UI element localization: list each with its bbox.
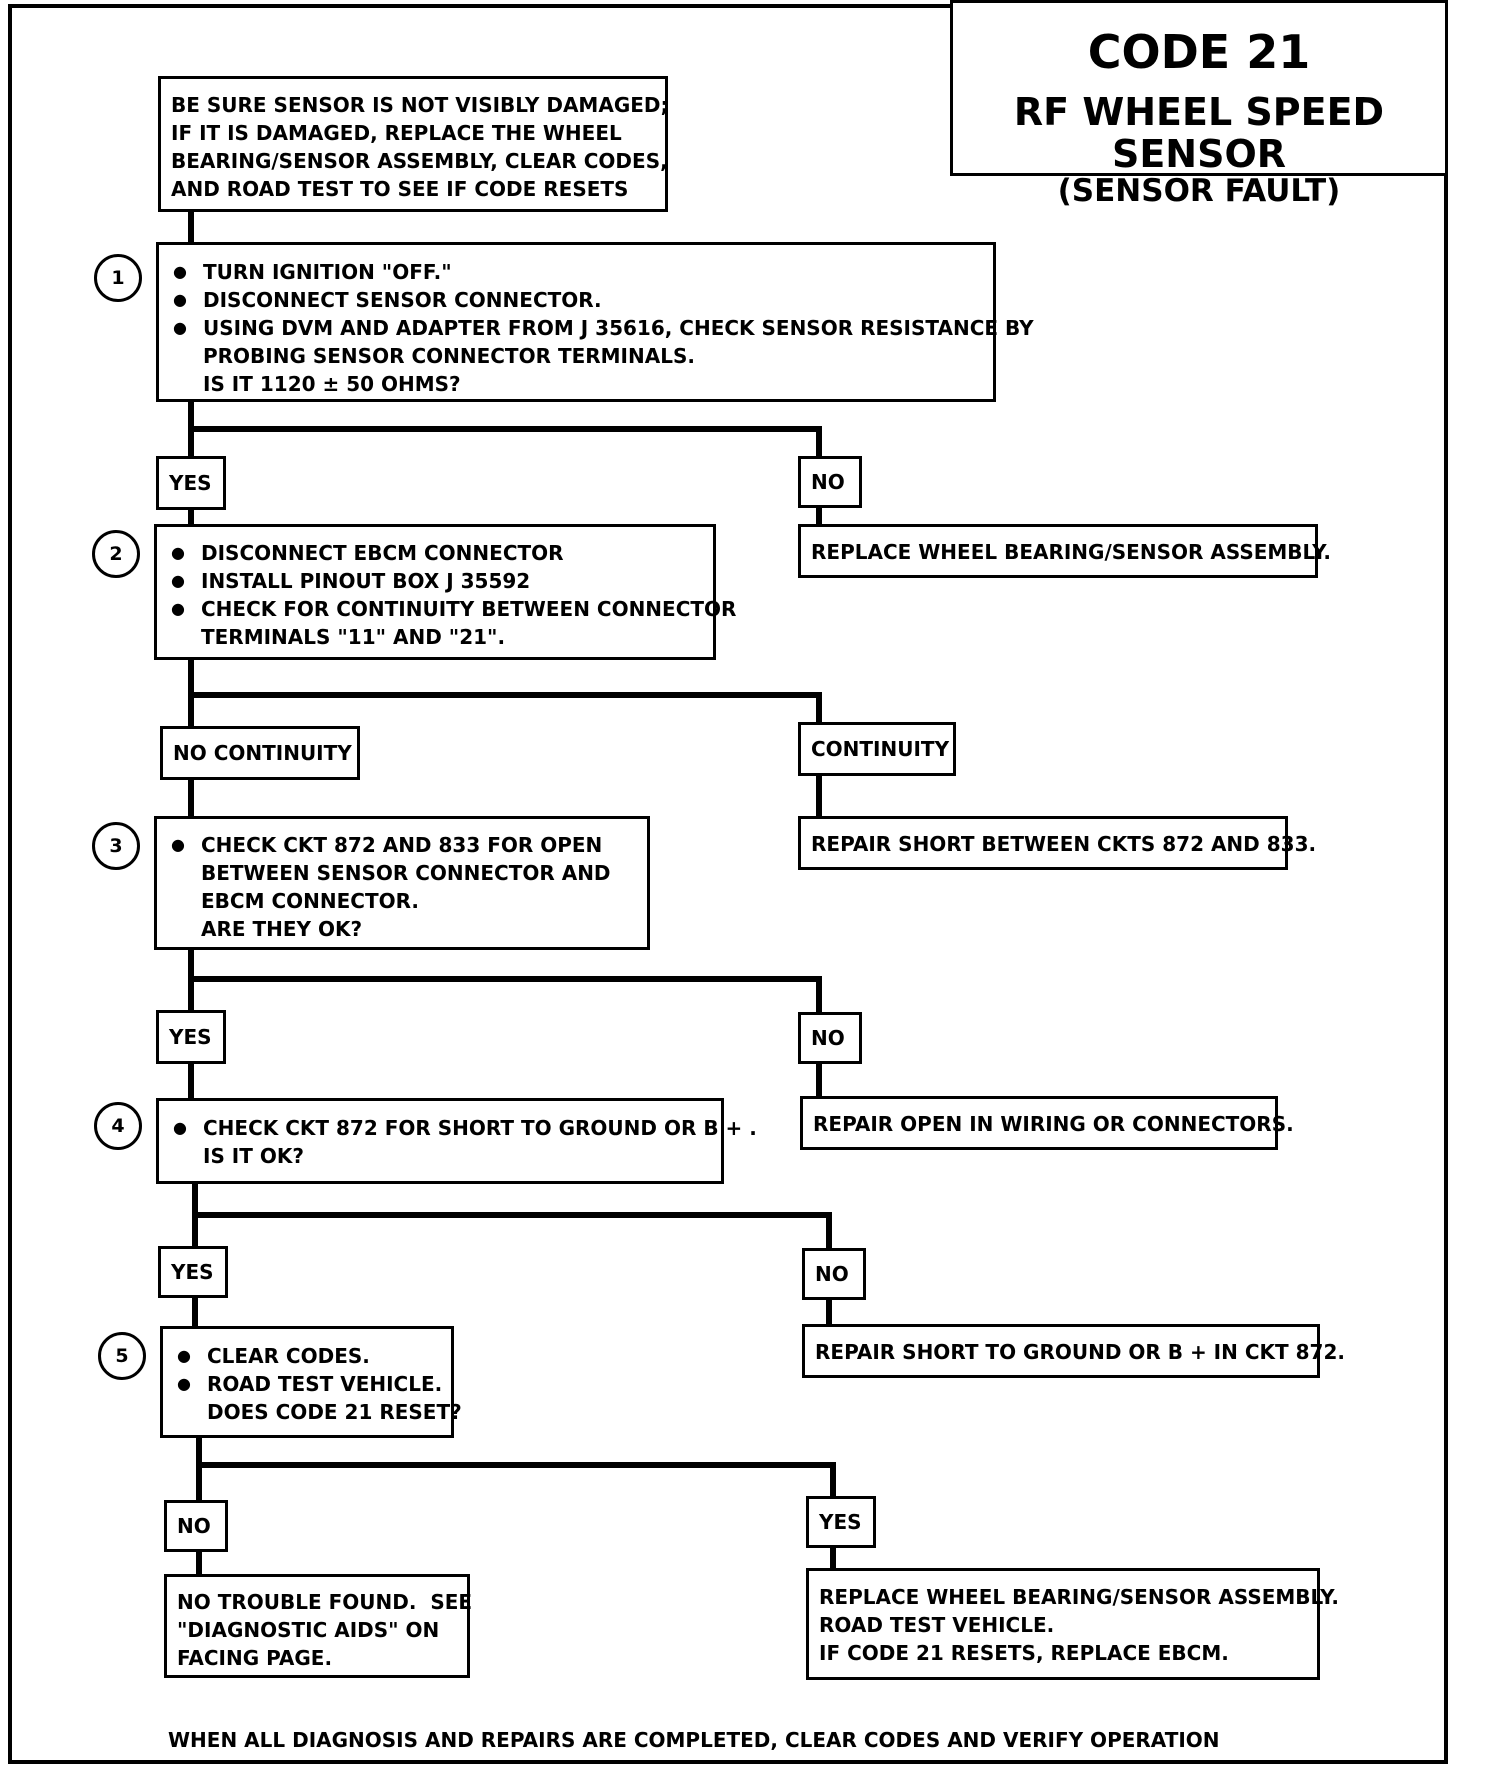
footer-note: WHEN ALL DIAGNOSIS AND REPAIRS ARE COMPL… — [168, 1728, 1220, 1752]
connector-line — [830, 1544, 836, 1574]
connector-line — [188, 692, 822, 698]
step-5-question: DOES CODE 21 RESET? — [207, 1400, 462, 1424]
step-number-3: 3 — [92, 822, 140, 870]
result-replace-assembly: REPLACE WHEEL BEARING/SENSOR ASSEMBLY. — [798, 524, 1331, 578]
result-text: REPAIR SHORT BETWEEN CKTS 872 AND 833. — [811, 832, 1317, 856]
step-number-1: 1 — [94, 254, 142, 302]
connector-line — [192, 1296, 198, 1332]
step-number-4: 4 — [94, 1102, 142, 1150]
label-yes: YES — [806, 1496, 876, 1548]
result-no-trouble-found: NO TROUBLE FOUND. SEE "DIAGNOSTIC AIDS" … — [164, 1574, 473, 1678]
title-code: CODE 21 — [1087, 25, 1311, 79]
step-1-item: TURN IGNITION "OFF." — [169, 258, 993, 286]
intro-text: BE SURE SENSOR IS NOT VISIBLY DAMAGED; I… — [171, 93, 669, 201]
step-number-2: 2 — [92, 530, 140, 578]
step-4-list: CHECK CKT 872 FOR SHORT TO GROUND OR B +… — [169, 1114, 757, 1142]
step-3-continuation: BETWEEN SENSOR CONNECTOR AND EBCM CONNEC… — [201, 861, 611, 941]
step-2-item: INSTALL PINOUT BOX J 35592 — [167, 567, 713, 595]
step-2-list: DISCONNECT EBCM CONNECTOR INSTALL PINOUT… — [167, 539, 736, 623]
result-replace-ebcm: REPLACE WHEEL BEARING/SENSOR ASSEMBLY. R… — [806, 1568, 1339, 1680]
step-5-item: CLEAR CODES. — [173, 1342, 451, 1370]
connector-line — [188, 508, 194, 528]
result-repair-short: REPAIR SHORT BETWEEN CKTS 872 AND 833. — [798, 816, 1317, 870]
page-frame — [8, 4, 1448, 1764]
step-3-box: CHECK CKT 872 AND 833 FOR OPEN BETWEEN S… — [154, 816, 650, 950]
step-4-item: CHECK CKT 872 FOR SHORT TO GROUND OR B +… — [169, 1114, 757, 1142]
connector-line — [830, 1462, 836, 1498]
connector-line — [826, 1212, 832, 1248]
connector-line — [192, 1212, 832, 1218]
label-no: NO — [164, 1500, 228, 1552]
result-text: REPAIR SHORT TO GROUND OR B + IN CKT 872… — [815, 1340, 1345, 1364]
intro-box: BE SURE SENSOR IS NOT VISIBLY DAMAGED; I… — [158, 76, 669, 212]
step-4-question: IS IT OK? — [203, 1144, 304, 1168]
label-no: NO — [798, 1012, 862, 1064]
connector-line — [188, 776, 194, 818]
result-text: REPLACE WHEEL BEARING/SENSOR ASSEMBLY. R… — [819, 1585, 1339, 1665]
step-5-item: ROAD TEST VEHICLE. — [173, 1370, 451, 1398]
result-repair-open: REPAIR OPEN IN WIRING OR CONNECTORS. — [800, 1096, 1294, 1150]
connector-line — [816, 692, 822, 722]
result-text: REPLACE WHEEL BEARING/SENSOR ASSEMBLY. — [811, 540, 1331, 564]
step-5-list: CLEAR CODES. ROAD TEST VEHICLE. — [173, 1342, 451, 1398]
step-1-box: TURN IGNITION "OFF." DISCONNECT SENSOR C… — [156, 242, 1034, 402]
step-5-box: CLEAR CODES. ROAD TEST VEHICLE. DOES COD… — [160, 1326, 462, 1438]
step-1-list: TURN IGNITION "OFF." DISCONNECT SENSOR C… — [169, 258, 1034, 342]
result-text: REPAIR OPEN IN WIRING OR CONNECTORS. — [813, 1112, 1294, 1136]
label-no-continuity: NO CONTINUITY — [160, 726, 360, 780]
step-2-box: DISCONNECT EBCM CONNECTOR INSTALL PINOUT… — [154, 524, 736, 660]
result-repair-short-ground: REPAIR SHORT TO GROUND OR B + IN CKT 872… — [802, 1324, 1345, 1378]
result-text: NO TROUBLE FOUND. SEE "DIAGNOSTIC AIDS" … — [177, 1590, 473, 1670]
connector-line — [816, 774, 822, 816]
label-continuity: CONTINUITY — [798, 722, 956, 776]
label-no: NO — [802, 1248, 866, 1300]
label-yes: YES — [156, 456, 226, 510]
title-box: CODE 21 RF WHEEL SPEED SENSOR (SENSOR FA… — [950, 0, 1448, 207]
label-yes: YES — [158, 1246, 228, 1298]
title-sub: (SENSOR FAULT) — [1057, 173, 1341, 209]
step-1-item: DISCONNECT SENSOR CONNECTOR. — [169, 286, 993, 314]
label-no: NO — [798, 456, 862, 508]
connector-line — [188, 976, 822, 982]
step-4-box: CHECK CKT 872 FOR SHORT TO GROUND OR B +… — [156, 1098, 757, 1184]
step-3-item: CHECK CKT 872 AND 833 FOR OPEN — [167, 831, 647, 859]
step-1-question: PROBING SENSOR CONNECTOR TERMINALS. IS I… — [203, 344, 695, 396]
connector-line — [188, 1060, 194, 1102]
step-number-5: 5 — [98, 1332, 146, 1380]
connector-line — [196, 1434, 202, 1502]
step-1-item: USING DVM AND ADAPTER FROM J 35616, CHEC… — [169, 314, 1034, 342]
connector-line — [816, 505, 822, 525]
connector-line — [816, 976, 822, 1012]
connector-line — [816, 426, 822, 456]
connector-line — [196, 1462, 836, 1468]
connector-line — [188, 210, 194, 245]
connector-line — [196, 1548, 202, 1578]
title-name: RF WHEEL SPEED SENSOR — [1013, 90, 1385, 176]
step-2-continuation: TERMINALS "11" AND "21". — [201, 625, 506, 649]
step-3-list: CHECK CKT 872 AND 833 FOR OPEN — [167, 831, 647, 859]
label-yes: YES — [156, 1010, 226, 1064]
step-2-item: CHECK FOR CONTINUITY BETWEEN CONNECTOR — [167, 595, 736, 623]
connector-line — [826, 1298, 832, 1328]
connector-line — [188, 426, 822, 432]
connector-line — [816, 1062, 822, 1098]
step-2-item: DISCONNECT EBCM CONNECTOR — [167, 539, 713, 567]
